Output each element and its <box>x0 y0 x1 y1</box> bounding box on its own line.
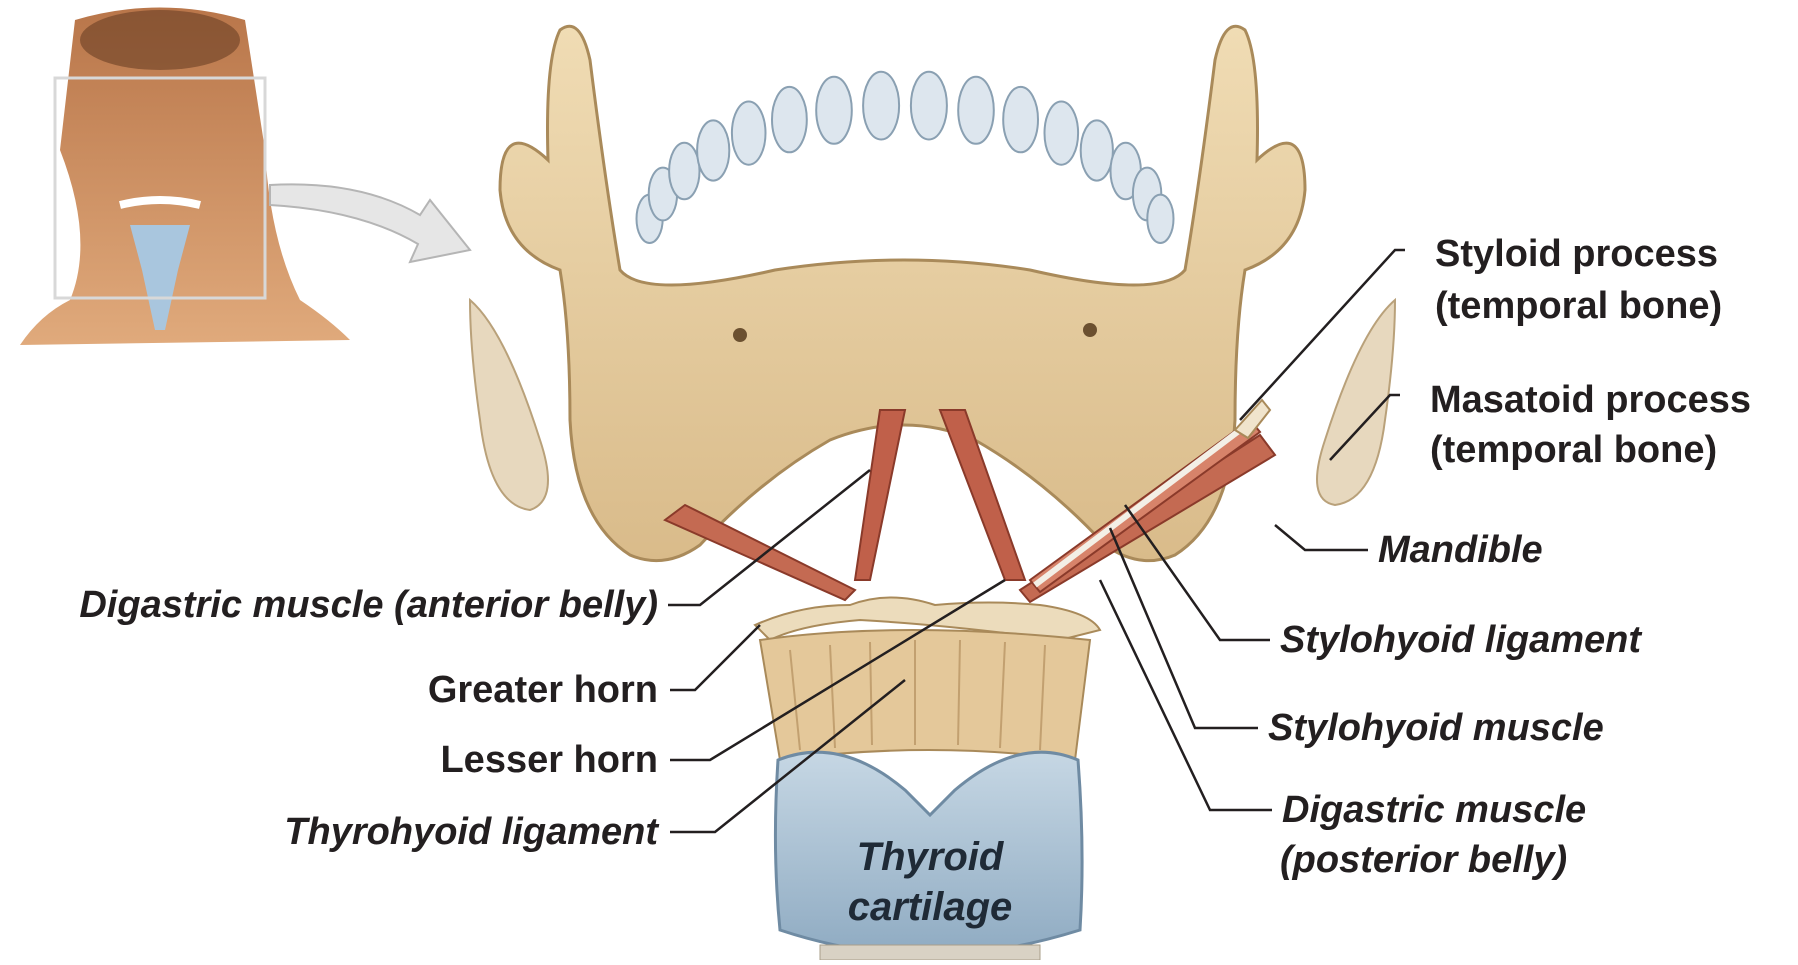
label-mastoid-process-sub: (temporal bone) <box>1430 426 1717 474</box>
tooth <box>732 102 766 165</box>
label-greater-horn: Greater horn <box>428 666 658 714</box>
label-digastric-posterior: Digastric muscle <box>1282 786 1586 834</box>
label-thyroid-cartilage-2: cartilage <box>810 882 1050 932</box>
lower-teeth <box>637 72 1174 243</box>
leader-mandible <box>1275 525 1368 550</box>
label-digastric-anterior: Digastric muscle (anterior belly) <box>79 581 658 629</box>
tooth <box>816 77 852 144</box>
tooth <box>1147 195 1173 243</box>
tooth <box>958 77 994 144</box>
trachea-top <box>820 945 1040 960</box>
leader-digastric-posterior <box>1100 580 1272 810</box>
label-stylohyoid-muscle: Stylohyoid muscle <box>1268 704 1604 752</box>
pointer-arrow <box>270 184 470 262</box>
mental-foramen-left <box>733 328 747 342</box>
label-thyroid-cartilage-1: Thyroid <box>810 832 1050 882</box>
leader-greater-horn <box>670 625 760 690</box>
label-styloid-process-sub: (temporal bone) <box>1435 282 1722 330</box>
inset-thumbnail <box>20 8 350 346</box>
label-lesser-horn: Lesser horn <box>440 736 658 784</box>
label-mastoid-process: Masatoid process <box>1430 376 1751 424</box>
tooth <box>1003 87 1038 152</box>
tooth <box>669 143 699 200</box>
label-thyrohyoid-ligament: Thyrohyoid ligament <box>284 808 658 856</box>
tooth <box>911 72 947 140</box>
label-styloid-process: Styloid process <box>1435 230 1718 278</box>
tooth <box>697 120 729 180</box>
tooth <box>1045 102 1079 165</box>
label-stylohyoid-ligament: Stylohyoid ligament <box>1280 616 1641 664</box>
tooth <box>772 87 807 152</box>
label-digastric-posterior-sub: (posterior belly) <box>1280 836 1567 884</box>
tooth <box>863 72 899 140</box>
label-mandible: Mandible <box>1378 526 1543 574</box>
tooth <box>1081 120 1113 180</box>
mental-foramen-right <box>1083 323 1097 337</box>
